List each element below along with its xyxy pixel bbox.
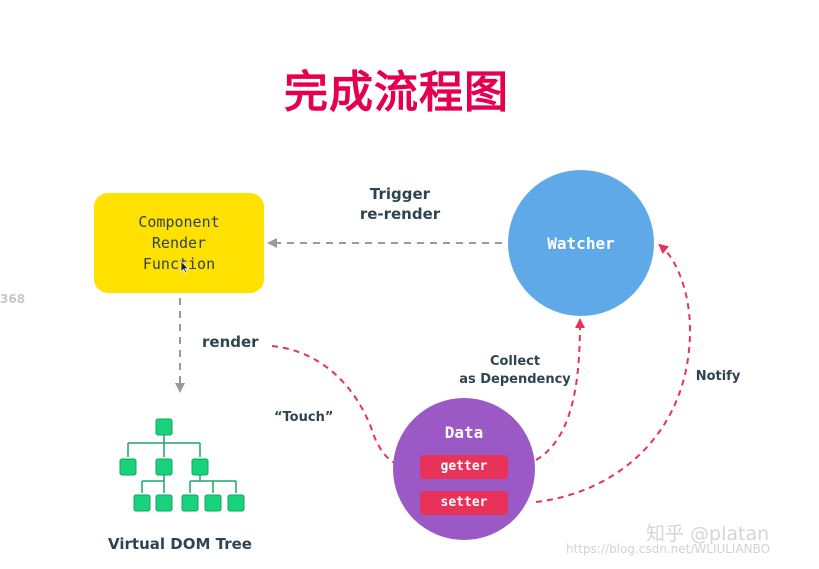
trigger-rerender-label: Trigger re-render xyxy=(359,185,441,223)
data-node: Data getter setter xyxy=(393,398,535,540)
diagram-title: 完成流程图 xyxy=(284,67,509,118)
watcher-label: Watcher xyxy=(547,233,615,253)
edge-number: 368 xyxy=(0,292,26,306)
touch-arrow xyxy=(271,345,413,471)
component-render-function-label: Component Render Function xyxy=(138,212,220,273)
virtual-dom-tree-label: Virtual DOM Tree xyxy=(108,535,252,553)
collect-dependency-label: Collect as Dependency xyxy=(459,354,571,387)
mouse-cursor-icon xyxy=(180,260,190,274)
blog-watermark: https://blog.csdn.net/WLIULIANBO xyxy=(566,542,771,556)
setter-pill: setter xyxy=(420,491,508,515)
component-render-function-box: Component Render Function xyxy=(94,193,264,293)
getter-pill: getter xyxy=(420,455,508,479)
collect-dependency-arrow xyxy=(535,318,585,461)
watcher-node: Watcher xyxy=(508,170,654,316)
zhihu-watermark: 知乎 @platan xyxy=(646,523,770,545)
virtual-dom-tree-icon xyxy=(119,418,245,512)
touch-label: “Touch” xyxy=(274,410,334,425)
data-label: Data xyxy=(444,423,484,442)
render-label: render xyxy=(202,333,259,351)
notify-label: Notify xyxy=(695,369,741,384)
